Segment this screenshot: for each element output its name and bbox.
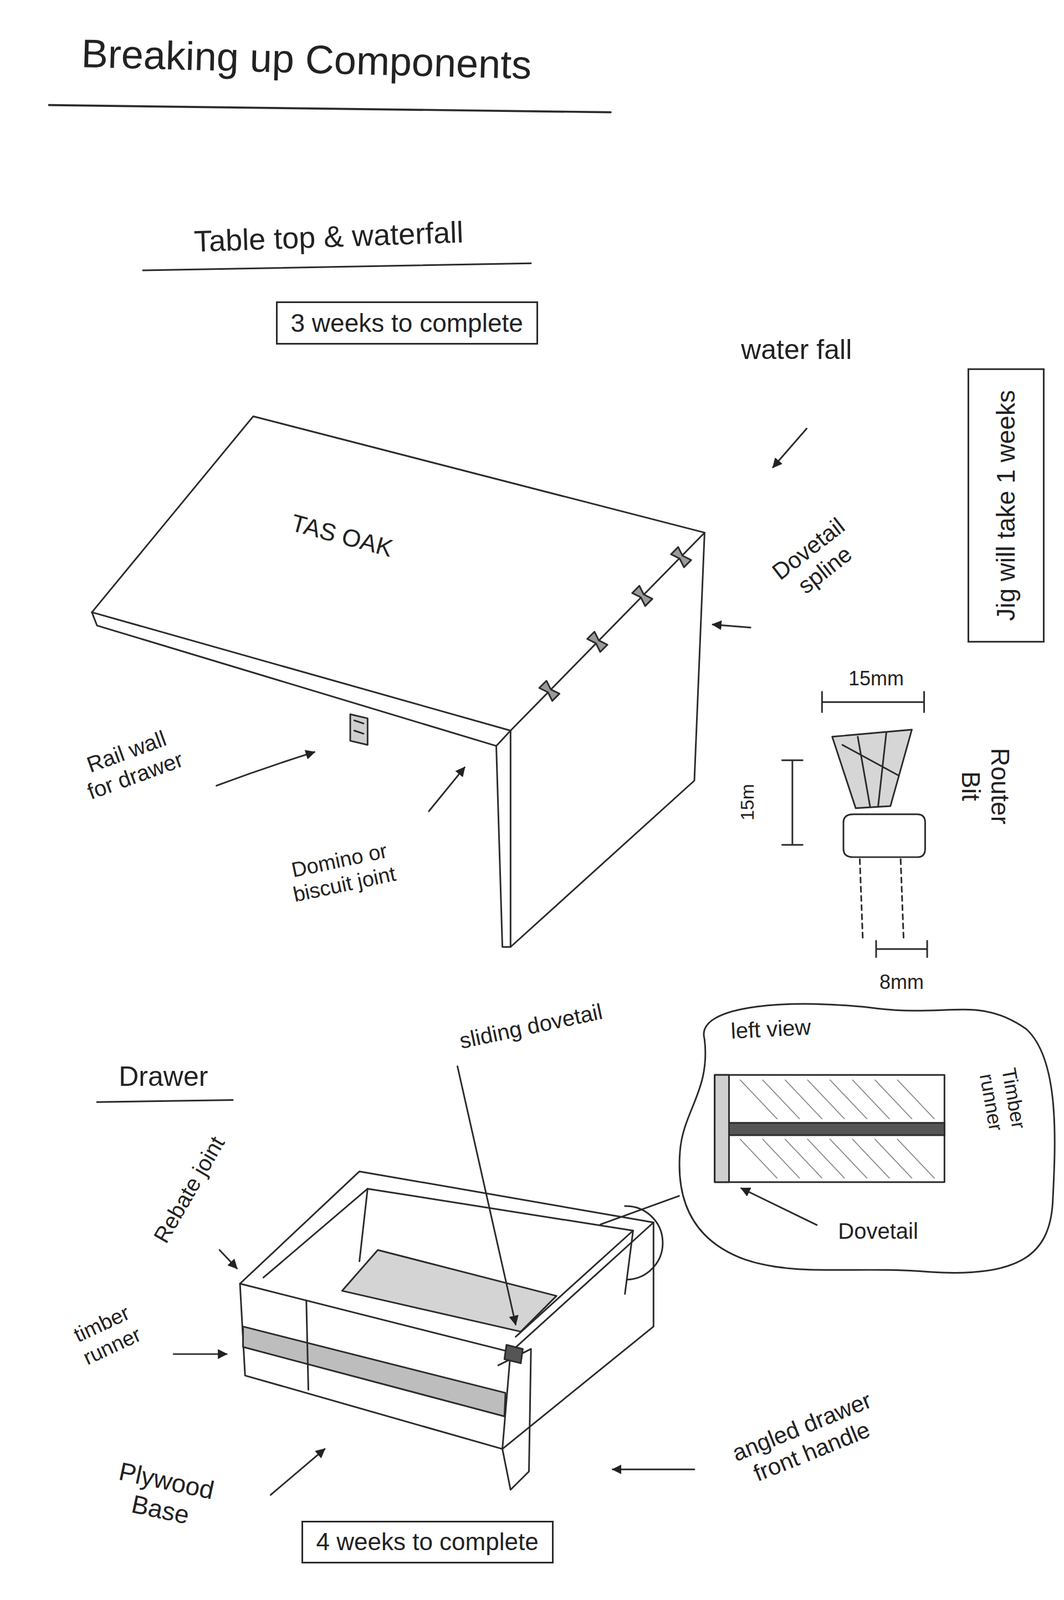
part-label: Plywood Base xyxy=(103,1455,224,1537)
callout-circle xyxy=(625,1206,663,1281)
pointer-arrow xyxy=(612,1469,695,1471)
section-heading: Drawer xyxy=(118,1061,208,1094)
dimension: 15m xyxy=(736,784,759,821)
dimension: 8mm xyxy=(879,970,924,994)
pointer-arrow xyxy=(428,767,465,812)
duration-note: Jig will take 1 weeks xyxy=(991,390,1021,622)
part-label: Router Bit xyxy=(955,742,1015,831)
pointer-arrow xyxy=(712,624,751,628)
callout-blob xyxy=(679,1004,1055,1273)
pointer-arrow xyxy=(219,1250,237,1269)
part-label: timber runner xyxy=(59,1296,156,1376)
part-label: Rebate joint xyxy=(148,1132,230,1248)
part-label: Rail wall for drawer xyxy=(69,720,192,807)
dovetail-end xyxy=(714,1075,730,1183)
title-underline xyxy=(48,105,611,113)
detail-callout: left viewTimber runnerDovetail xyxy=(673,998,1061,1285)
drawer-illustration xyxy=(239,1171,654,1491)
view-title: left view xyxy=(730,1014,812,1045)
duration-box: Jig will take 1 weeks xyxy=(967,368,1045,643)
material-label: TAS OAK xyxy=(288,509,396,564)
section-heading: Table top & waterfall xyxy=(193,215,464,259)
duration-note: 3 weeks to complete xyxy=(290,308,524,339)
runner-groove xyxy=(714,1123,945,1136)
router-bit-illustration xyxy=(781,692,928,958)
heading-underline xyxy=(96,1100,233,1103)
table-illustration xyxy=(91,416,705,948)
drawer-side-view xyxy=(714,1075,945,1183)
leader-line xyxy=(457,1066,516,1326)
pointer-arrow xyxy=(773,428,807,468)
page-title: Breaking up Components xyxy=(80,30,532,89)
pointer-arrow xyxy=(216,752,315,786)
part-label: Domino or biscuit joint xyxy=(285,838,399,908)
part-label: Dovetail spline xyxy=(750,499,884,621)
heading-underline xyxy=(142,263,531,271)
pointer-arrow xyxy=(741,1188,817,1226)
callout-line xyxy=(600,1196,679,1226)
duration-box: 4 weeks to complete xyxy=(301,1521,554,1564)
duration-box: 3 weeks to complete xyxy=(275,301,539,346)
part-label: water fall xyxy=(740,334,852,367)
part-label: Dovetail xyxy=(837,1218,919,1245)
dimension: 15mm xyxy=(848,667,904,691)
part-label: angled drawer front handle xyxy=(719,1383,894,1496)
duration-note: 4 weeks to complete xyxy=(316,1528,539,1557)
pointer-arrow xyxy=(270,1449,325,1496)
part-label: sliding dovetail xyxy=(457,998,605,1055)
pointer-arrow xyxy=(173,1353,227,1356)
